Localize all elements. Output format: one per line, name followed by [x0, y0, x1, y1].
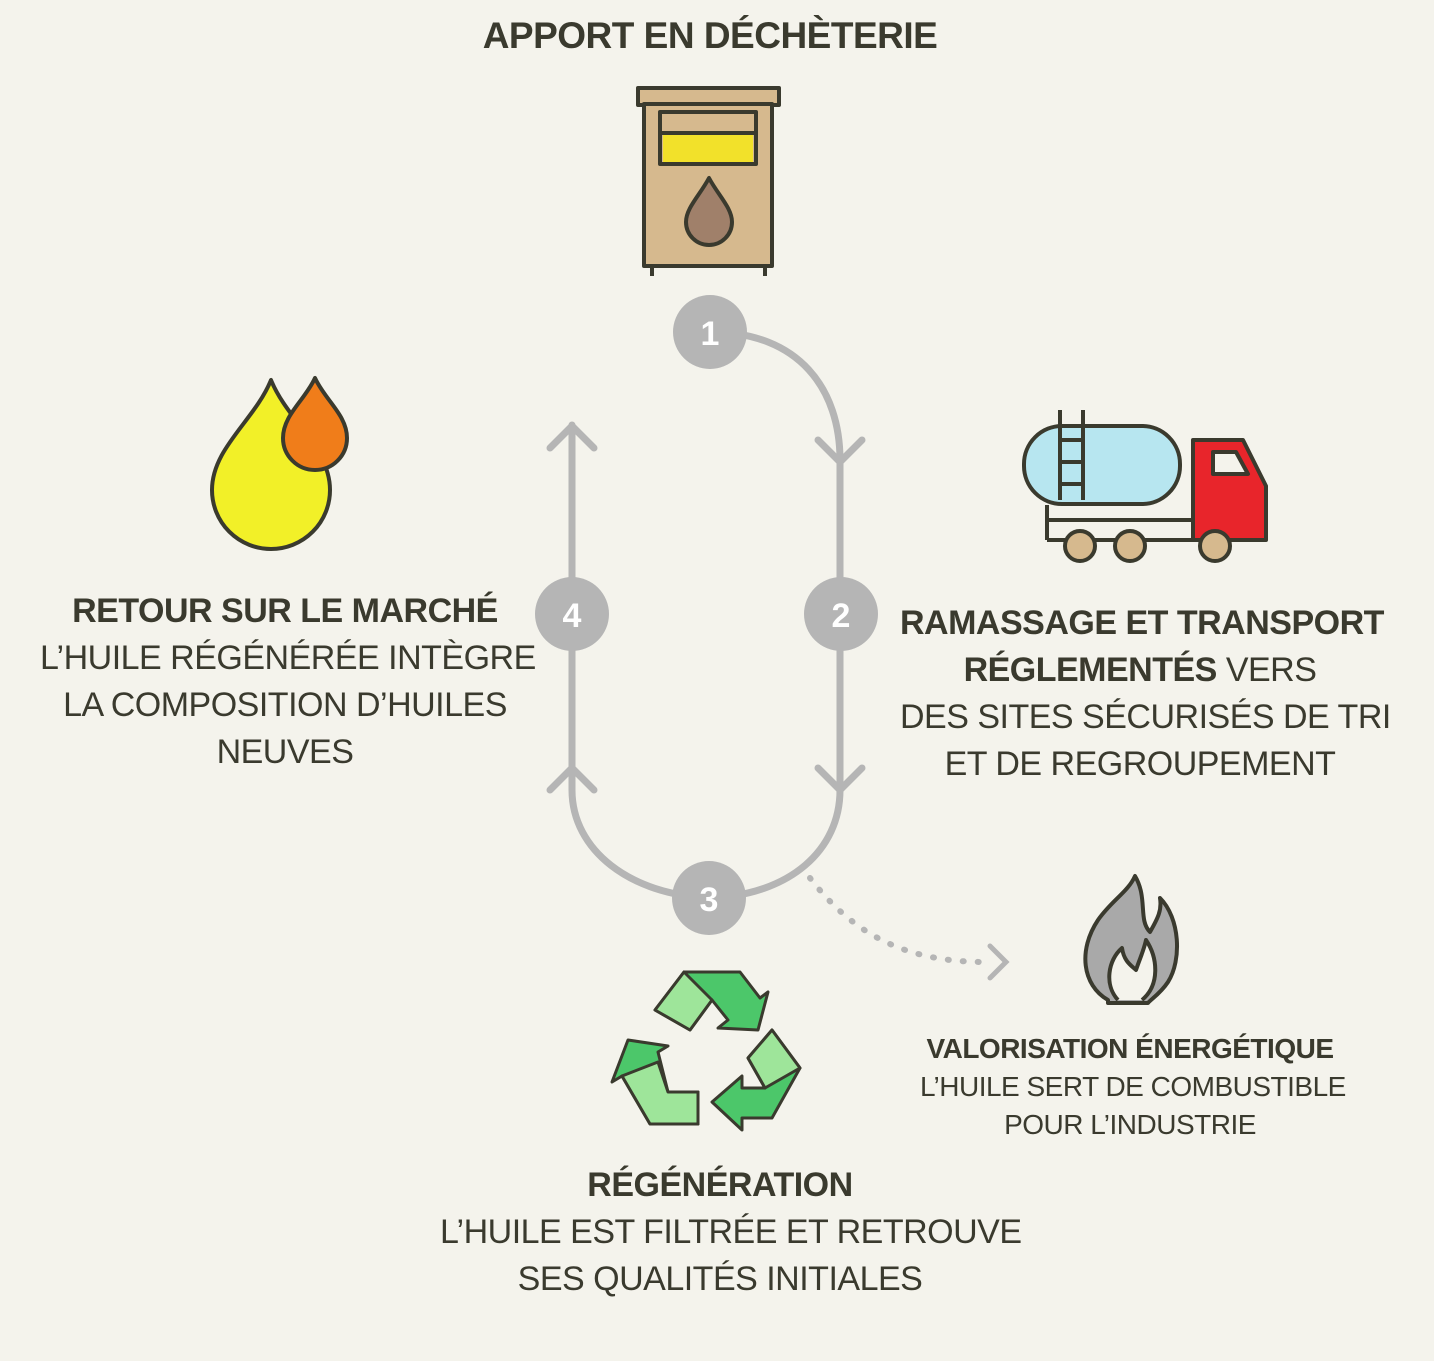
oil-collection-container-icon — [636, 86, 781, 276]
step-marker-1: 1 — [673, 295, 747, 369]
side-branch-title: VALORISATION ÉNERGÉTIQUE — [926, 1033, 1335, 1064]
flame-icon — [1083, 874, 1179, 1005]
branch-dotted-arrow — [807, 875, 1010, 981]
step-number-4: 4 — [563, 597, 582, 635]
arrow-up-upper — [546, 422, 598, 452]
step-1-title: APPORT EN DÉCHÈTERIE — [482, 15, 938, 56]
step-4-label: RETOUR SUR LE MARCHÉ L’HUILE RÉGÉNÉRÉE I… — [40, 588, 536, 776]
step-2-title-line-1: RAMASSAGE ET TRANSPORT — [900, 604, 1384, 642]
step-number-1: 1 — [701, 315, 720, 353]
step-number-2: 2 — [832, 597, 851, 635]
tanker-truck-icon — [1022, 410, 1268, 563]
step-number-3: 3 — [700, 881, 719, 919]
step-3-desc-line-2: SES QUALITÉS INITIALES — [517, 1260, 923, 1298]
step-2-desc-head: VERS — [1225, 651, 1317, 689]
step-4-title: RETOUR SUR LE MARCHÉ — [72, 592, 498, 630]
step-4-desc-line-3: NEUVES — [216, 733, 354, 771]
step-2-desc-line-1: DES SITES SÉCURISÉS DE TRI — [900, 698, 1391, 736]
step-2-label: RAMASSAGE ET TRANSPORT RÉGLEMENTÉS VERS … — [900, 600, 1391, 788]
step-2-title-line-2: RÉGLEMENTÉS VERS — [900, 647, 1380, 694]
cycle-path-left — [568, 421, 714, 902]
step-2-desc-line-2: ET DE REGROUPEMENT — [944, 745, 1336, 783]
step-marker-4: 4 — [535, 577, 609, 651]
side-branch-label: VALORISATION ÉNERGÉTIQUE L’HUILE SERT DE… — [920, 1030, 1346, 1144]
step-2-title-tail: RÉGLEMENTÉS — [963, 651, 1218, 689]
step-1-label: APPORT EN DÉCHÈTERIE — [460, 14, 960, 58]
arrow-down-upper — [814, 436, 866, 466]
step-3-title: RÉGÉNÉRATION — [587, 1166, 853, 1204]
side-branch-desc-line-1: L’HUILE SERT DE COMBUSTIBLE — [920, 1071, 1346, 1102]
arrow-down-lower — [814, 764, 866, 794]
side-branch-desc-line-2: POUR L’INDUSTRIE — [1004, 1109, 1256, 1140]
oil-drops-icon — [210, 376, 349, 551]
step-marker-2: 2 — [804, 577, 878, 651]
step-3-desc-line-1: L’HUILE EST FILTRÉE ET RETROUVE — [440, 1213, 1022, 1251]
step-3-label: RÉGÉNÉRATION L’HUILE EST FILTRÉE ET RETR… — [440, 1162, 1022, 1303]
step-4-desc-line-2: LA COMPOSITION D’HUILES — [63, 686, 507, 724]
arrow-up-lower — [546, 764, 598, 794]
step-4-desc-line-1: L’HUILE RÉGÉNÉRÉE INTÈGRE — [40, 639, 536, 677]
step-marker-3: 3 — [672, 861, 746, 935]
recycle-icon — [610, 970, 802, 1132]
